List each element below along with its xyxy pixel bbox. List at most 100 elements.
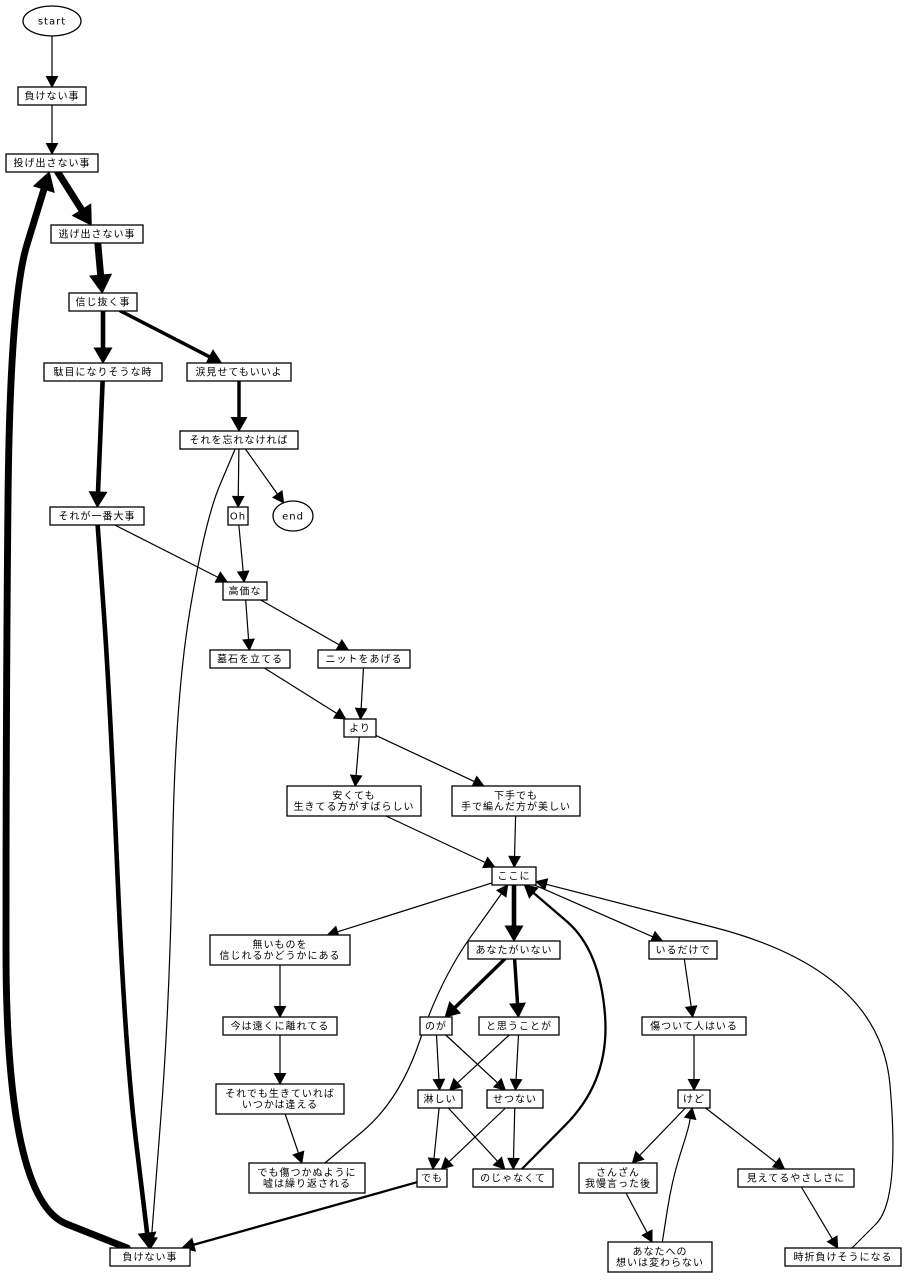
arrowhead-n25-to-n30 bbox=[492, 1156, 506, 1170]
edge-n25-to-n29 bbox=[433, 1107, 440, 1160]
edge-n14-to-n16 bbox=[385, 815, 486, 864]
arrowhead-n6-to-n7 bbox=[230, 417, 248, 433]
edge-n7-to-end bbox=[244, 448, 279, 495]
edge-n26-to-n29 bbox=[448, 1107, 507, 1163]
arrowhead-n4-to-n5 bbox=[93, 347, 113, 365]
node-shape-n21 bbox=[419, 1016, 453, 1036]
node-n4: 信じ抜く事 bbox=[68, 292, 138, 312]
arrowhead-n1-to-n2 bbox=[45, 142, 59, 156]
edge-n16-to-n19 bbox=[533, 884, 654, 938]
node-n16: ここに bbox=[491, 866, 537, 886]
arrowhead-n12-to-n13 bbox=[354, 707, 368, 721]
edge-n27-to-n31 bbox=[639, 1107, 686, 1156]
node-label-n28-line2: 嘘は繰り返される bbox=[263, 1177, 351, 1190]
node-shape-n20 bbox=[222, 1016, 338, 1036]
edge-n21-to-n25 bbox=[435, 1034, 440, 1081]
edge-n30-to-n16 bbox=[520, 891, 607, 1171]
arrowhead-n30-to-n16 bbox=[523, 884, 539, 899]
arrowhead-n26-to-n30 bbox=[507, 1157, 520, 1171]
node-n11: 墓石を立てる bbox=[209, 649, 291, 669]
node-n9: それが一番大事 bbox=[49, 506, 145, 526]
node-label-n30: のじゃなくて bbox=[480, 1173, 546, 1185]
arrowhead-n16-to-n18 bbox=[504, 925, 524, 943]
node-label-n25: 淋しい bbox=[424, 1093, 457, 1106]
node-shape-n1 bbox=[17, 86, 87, 106]
arrowhead-n14-to-n16 bbox=[482, 856, 496, 869]
node-shape-n13 bbox=[343, 718, 377, 738]
node-shape-n6 bbox=[186, 362, 292, 382]
node-shape-n29 bbox=[416, 1168, 448, 1188]
arrowhead-n7-to-end bbox=[271, 490, 285, 504]
node-shape-n17 bbox=[209, 934, 351, 966]
node-shape-n12 bbox=[317, 649, 411, 669]
node-n7: それを忘れなければ bbox=[179, 430, 299, 450]
arrowhead-n24-to-n28 bbox=[292, 1150, 305, 1165]
node-n20: 今は遠くに離れてる bbox=[222, 1016, 338, 1036]
node-label-n23: 傷ついて人はいる bbox=[650, 1020, 738, 1033]
node-shape-n32 bbox=[737, 1168, 855, 1188]
node-shape-n3 bbox=[50, 224, 144, 244]
edge-n9-to-n33 bbox=[95, 522, 150, 1236]
node-n32: 見えてるやさしさに bbox=[737, 1168, 855, 1188]
node-shape-n8 bbox=[227, 506, 249, 526]
node-shape-end bbox=[272, 500, 314, 532]
arrowhead-n34-to-n27 bbox=[683, 1106, 697, 1121]
node-label-n33: 負けない事 bbox=[123, 1251, 178, 1264]
arrowhead-n18-to-n21 bbox=[444, 1001, 462, 1018]
node-n18: あなたがいない bbox=[467, 940, 561, 960]
node-label-n13: より bbox=[349, 723, 371, 735]
arrowhead-n23-to-n27 bbox=[687, 1078, 701, 1092]
edge-n22-to-n25 bbox=[456, 1034, 510, 1084]
edge-n7-to-n8 bbox=[237, 448, 240, 498]
edge-n4-to-n6 bbox=[118, 309, 212, 359]
arrowhead-n25-to-n29 bbox=[427, 1157, 441, 1171]
node-label-n11: 墓石を立てる bbox=[217, 653, 283, 666]
edge-n24-to-n28 bbox=[284, 1113, 300, 1154]
arrowhead-n9-to-n33 bbox=[137, 1231, 157, 1249]
node-label-n26: せつない bbox=[493, 1094, 537, 1106]
edge-n27-to-n32 bbox=[705, 1107, 777, 1164]
node-n25: 淋しい bbox=[417, 1089, 463, 1109]
arrowhead-start-to-n1 bbox=[45, 75, 59, 89]
node-n8: Oh bbox=[227, 506, 249, 526]
node-shape-n16 bbox=[491, 866, 537, 886]
node-label-n22: と思うことが bbox=[486, 1020, 552, 1033]
edge-n19-to-n23 bbox=[683, 958, 692, 1008]
node-shape-n14 bbox=[286, 785, 422, 817]
arrowhead-n32-to-n35 bbox=[826, 1235, 839, 1249]
arrowhead-n18-to-n22 bbox=[509, 1002, 526, 1019]
node-n26: せつない bbox=[486, 1089, 544, 1109]
node-label-n19: いるだけで bbox=[656, 945, 711, 957]
edge-n15-to-n16 bbox=[513, 815, 517, 858]
node-n3: 逃げ出さない事 bbox=[50, 224, 144, 244]
edge-n7-to-n33 bbox=[150, 448, 236, 1239]
node-n21: のが bbox=[419, 1016, 453, 1036]
node-label-n18: あなたがいない bbox=[476, 944, 553, 957]
edge-n34-to-n27 bbox=[661, 1117, 691, 1243]
arrowhead-n10-to-n12 bbox=[335, 638, 350, 651]
node-n27: けど bbox=[677, 1089, 711, 1109]
nodes-layer: start負けない事投げ出さない事逃げ出さない事信じ抜く事駄目になりそうな時涙見… bbox=[5, 5, 902, 1273]
node-n5: 駄目になりそうな時 bbox=[43, 362, 163, 382]
arrowhead-n31-to-n34 bbox=[641, 1229, 653, 1243]
edge-n22-to-n26 bbox=[515, 1034, 520, 1081]
node-label-n12: ニットをあげる bbox=[326, 654, 403, 666]
node-shape-n22 bbox=[478, 1016, 560, 1036]
node-label-n8: Oh bbox=[230, 512, 246, 523]
arrowhead-n2-to-n3 bbox=[71, 203, 92, 226]
node-shape-n7 bbox=[179, 430, 299, 450]
edge-n18-to-n22 bbox=[512, 957, 520, 1006]
node-label-n32: 見えてるやさしさに bbox=[747, 1173, 846, 1185]
edge-n11-to-n13 bbox=[263, 667, 338, 714]
edge-n31-to-n34 bbox=[625, 1192, 648, 1234]
edge-n5-to-n9 bbox=[95, 378, 105, 495]
node-label-n3: 逃げ出さない事 bbox=[59, 228, 136, 241]
node-label-n35: 時折負けそうになる bbox=[794, 1251, 893, 1264]
edge-n8-to-n10 bbox=[238, 524, 244, 573]
node-label-n14-line2: 生きてる方がすばらしい bbox=[294, 800, 415, 813]
arrowhead-n19-to-n23 bbox=[684, 1005, 698, 1019]
edge-n13-to-n14 bbox=[355, 736, 360, 777]
